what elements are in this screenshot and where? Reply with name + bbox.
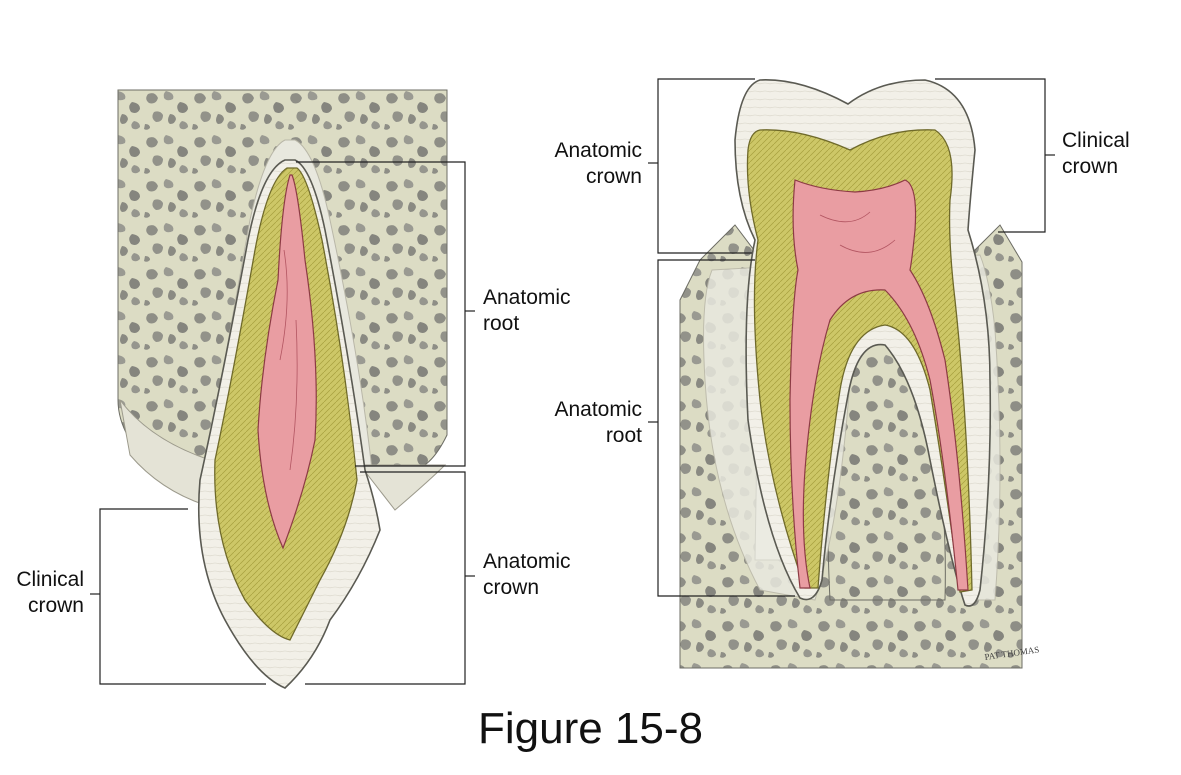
incisor-anatomic-crown-bracket	[305, 471, 466, 685]
molar-anatomic-root-label: Anatomic root	[522, 397, 642, 449]
incisor-anatomic-crown-label: Anatomic crown	[483, 549, 571, 601]
molar-anatomic-root-line-2: root	[605, 424, 642, 447]
molar-anatomic-crown-bracket	[657, 78, 755, 254]
incisor-anatomic-root-label: Anatomic root	[483, 285, 571, 337]
molar-anatomic-root-bracket	[657, 259, 795, 597]
molar-clinical-crown-line-2: crown	[1062, 155, 1119, 178]
incisor-anatomic-crown-line-2: crown	[483, 576, 540, 599]
incisor-anatomic-root-line-2: root	[483, 312, 520, 335]
incisor-anatomic-crown-line-1: Anatomic	[483, 550, 571, 573]
incisor-pulp	[257, 174, 317, 550]
incisor-illustration	[117, 89, 448, 689]
incisor-clinical-crown-line-2: crown	[27, 594, 84, 617]
incisor-clinical-crown-label: Clinical crown	[4, 567, 84, 619]
incisor-brackets	[90, 161, 475, 685]
molar-anatomic-crown-label: Anatomic crown	[522, 138, 642, 190]
molar-anatomic-root-line-1: Anatomic	[554, 398, 642, 421]
figure-caption: Figure 15-8	[477, 704, 703, 753]
incisor-clinical-crown-bracket	[99, 508, 266, 685]
molar-pulp	[789, 179, 969, 591]
molar-anatomic-crown-line-2: crown	[585, 165, 642, 188]
molar-illustration: PAT THOMAS	[679, 79, 1040, 669]
incisor-anatomic-root-line-1: Anatomic	[483, 286, 571, 309]
incisor-clinical-crown-line-1: Clinical	[16, 568, 84, 591]
molar-anatomic-crown-line-1: Anatomic	[554, 139, 642, 162]
incisor-anatomic-root-bracket	[296, 161, 466, 467]
molar-clinical-crown-label: Clinical crown	[1062, 128, 1130, 180]
molar-brackets	[648, 78, 1055, 597]
molar-clinical-crown-line-1: Clinical	[1062, 129, 1130, 152]
